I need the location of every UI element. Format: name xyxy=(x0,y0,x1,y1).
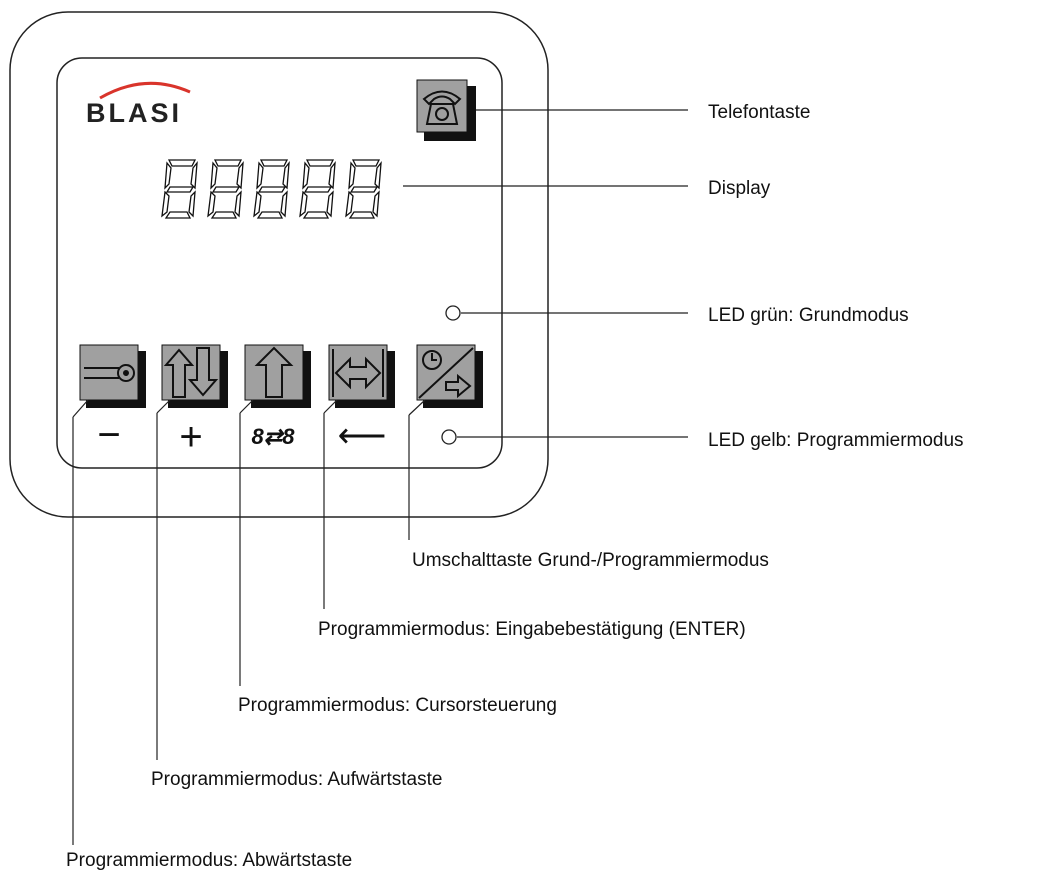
minus-label: − xyxy=(97,413,120,457)
logo-arc xyxy=(99,81,191,100)
callout-abwaerts: Programmiermodus: Abwärtstaste xyxy=(66,850,352,871)
telephone-icon xyxy=(422,90,462,125)
callout-display: Display xyxy=(708,178,771,199)
clock-arrow-icon xyxy=(418,347,474,399)
callout-enter: Programmiermodus: Eingabebestätigung (EN… xyxy=(318,619,746,640)
swap-digits-label: 8⇄8 xyxy=(252,424,296,449)
leader-lines xyxy=(72,109,688,845)
enter-arrow-label: ⟵ xyxy=(338,417,387,455)
callout-aufwaerts: Programmiermodus: Aufwärtstaste xyxy=(151,769,442,790)
key-icon xyxy=(84,364,135,382)
up-arrow-icon xyxy=(254,346,294,398)
key-plus-button[interactable] xyxy=(161,344,228,408)
callout-telefontaste: Telefontaste xyxy=(708,102,810,123)
key-enter-button[interactable] xyxy=(328,344,395,408)
callout-umschalttaste: Umschalttaste Grund-/Programmiermodus xyxy=(412,550,769,571)
led-yellow xyxy=(441,429,457,445)
key-minus-button[interactable] xyxy=(79,344,146,408)
plus-label: + xyxy=(179,415,202,459)
key-cursor-button[interactable] xyxy=(244,344,311,408)
telephone-key[interactable] xyxy=(416,79,476,141)
callout-led-yellow: LED gelb: Programmiermodus xyxy=(708,430,964,451)
brand-logo: BLASI xyxy=(86,81,191,128)
left-right-arrow-bar-icon xyxy=(332,349,384,397)
up-down-arrows-icon xyxy=(163,347,219,398)
callout-led-green: LED grün: Grundmodus xyxy=(708,305,909,326)
logo-text: BLASI xyxy=(86,98,182,128)
led-green xyxy=(445,305,461,321)
mode-switch-button[interactable] xyxy=(416,344,483,408)
callout-cursor: Programmiermodus: Cursorsteuerung xyxy=(238,695,557,716)
